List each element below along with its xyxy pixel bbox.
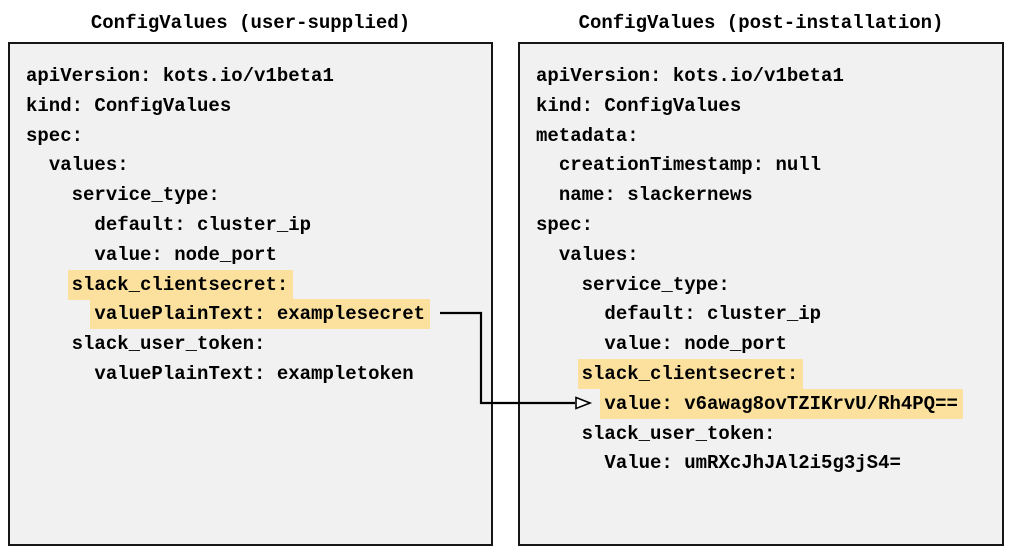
yaml-line-text: creationTimestamp: null [558, 154, 822, 177]
yaml-line: slack_user_token: [26, 330, 491, 360]
yaml-line-text: spec: [536, 213, 594, 236]
yaml-line: valuePlainText: exampletoken [26, 360, 491, 390]
yaml-line-text: spec: [26, 124, 84, 147]
yaml-line: default: cluster_ip [26, 211, 491, 241]
right-panel-title: ConfigValues (post-installation) [578, 12, 944, 34]
yaml-line-text: kind: ConfigValues [536, 94, 742, 117]
yaml-line: service_type: [536, 271, 1002, 301]
yaml-line-text: value: node_port [94, 243, 277, 266]
yaml-line-text: metadata: [536, 124, 639, 147]
yaml-line: value: v6awag8ovTZIKrvU/Rh4PQ== [536, 388, 1002, 420]
yaml-line-text: apiVersion: kots.io/v1beta1 [26, 65, 334, 87]
yaml-line: value: node_port [26, 241, 491, 271]
yaml-line: spec: [26, 122, 491, 152]
yaml-line-text: Value: umRXcJhJAl2i5g3jS4= [604, 452, 901, 475]
yaml-line: metadata: [536, 122, 1002, 152]
yaml-line-text: kind: ConfigValues [26, 94, 232, 117]
yaml-line: slack_user_token: [536, 420, 1002, 450]
post-installation-config-box: apiVersion: kots.io/v1beta1 kind: ConfigV… [518, 42, 1004, 546]
yaml-line-text: service_type: [71, 184, 220, 207]
yaml-line: values: [536, 241, 1002, 271]
yaml-line-text: service_type: [581, 273, 730, 296]
yaml-line-text: name: slackernews [558, 184, 753, 207]
yaml-line-text-highlighted: valuePlainText: examplesecret [90, 299, 431, 330]
yaml-line: kind: ConfigValues [26, 92, 491, 122]
yaml-line-text-highlighted: value: v6awag8ovTZIKrvU/Rh4PQ== [600, 388, 963, 419]
left-panel-title: ConfigValues (user-supplied) [90, 12, 411, 34]
yaml-line: name: slackernews [536, 181, 1002, 211]
user-supplied-config-box: apiVersion: kots.io/v1beta1 kind: ConfigV… [8, 42, 493, 546]
yaml-line: value: node_port [536, 330, 1002, 360]
yaml-line-text: values: [48, 154, 129, 177]
yaml-line-text-highlighted: slack_clientsecret: [67, 269, 294, 300]
yaml-line: apiVersion: kots.io/v1beta1 [536, 62, 1002, 92]
yaml-line: slack_clientsecret: [536, 358, 1002, 390]
yaml-line: apiVersion: kots.io/v1beta1 [26, 62, 491, 92]
yaml-line-text: apiVersion: kots.io/v1beta1 [536, 65, 844, 87]
yaml-line-text: values: [558, 243, 639, 266]
yaml-line-text: default: cluster_ip [94, 213, 312, 236]
yaml-line: Value: umRXcJhJAl2i5g3jS4= [536, 449, 1002, 479]
yaml-line: valuePlainText: examplesecret [26, 299, 491, 330]
yaml-line: slack_clientsecret: [26, 269, 491, 301]
yaml-line-text: valuePlainText: exampletoken [94, 362, 414, 385]
yaml-line: creationTimestamp: null [536, 151, 1002, 181]
yaml-line-text-highlighted: slack_clientsecret: [577, 358, 804, 389]
yaml-line-text: slack_user_token: [581, 422, 776, 445]
yaml-line: kind: ConfigValues [536, 92, 1002, 122]
yaml-line-text: default: cluster_ip [604, 303, 822, 326]
yaml-line: service_type: [26, 181, 491, 211]
yaml-line-text: slack_user_token: [71, 333, 266, 356]
yaml-line: values: [26, 151, 491, 181]
yaml-line-text: value: node_port [604, 333, 787, 356]
yaml-line: default: cluster_ip [536, 300, 1002, 330]
yaml-line: spec: [536, 211, 1002, 241]
